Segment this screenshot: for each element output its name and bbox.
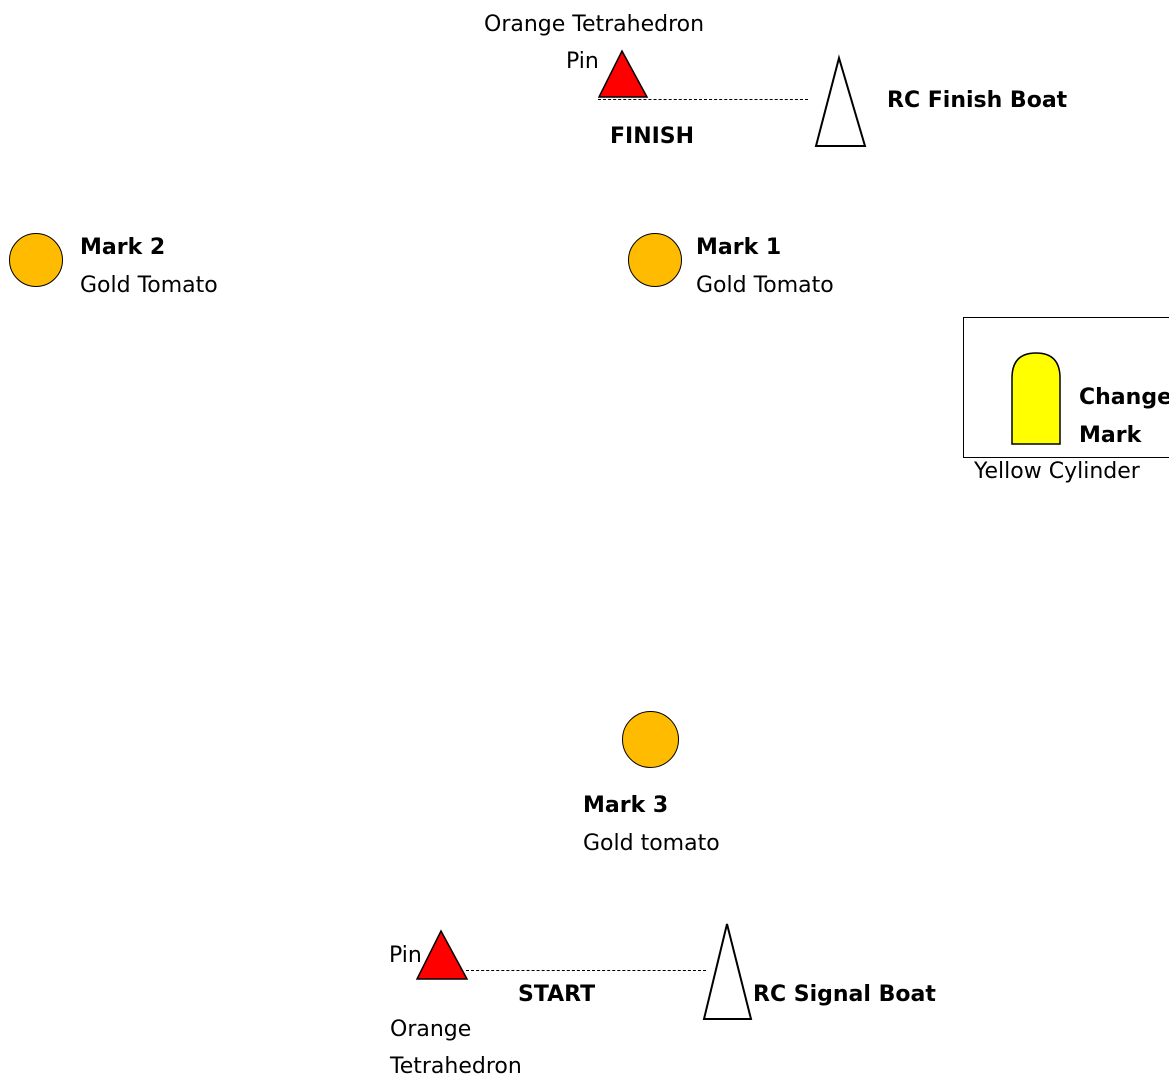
change-mark-type: Yellow Cylinder [974, 459, 1140, 484]
mark-3-title: Mark 3 [583, 793, 669, 818]
finish-line-label: FINISH [610, 124, 695, 149]
red-triangle-icon [415, 929, 469, 980]
start-pin-type-line2: Tetrahedron [390, 1054, 522, 1079]
gold-buoy-icon [9, 233, 63, 287]
finish-pin-type: Orange Tetrahedron [484, 12, 705, 37]
gold-buoy-icon [628, 233, 682, 287]
start-boat-label: RC Signal Boat [753, 982, 936, 1007]
mark-2-type: Gold Tomato [80, 273, 218, 298]
red-triangle-icon [597, 49, 649, 98]
mark-2-title: Mark 2 [80, 235, 166, 260]
start-line-label: START [518, 982, 596, 1007]
mark-1-title: Mark 1 [696, 235, 782, 260]
finish-boat-label: RC Finish Boat [887, 88, 1068, 113]
change-mark-title-line2: Mark [1079, 423, 1142, 448]
finish-line [598, 99, 808, 100]
gold-buoy-icon [622, 711, 679, 768]
start-pin-label: Pin [389, 943, 422, 968]
sail-triangle-icon [702, 923, 753, 1020]
mark-3-type: Gold tomato [583, 831, 720, 856]
change-mark-box: Change Mark Yellow Cylinder [963, 317, 1169, 484]
yellow-cylinder-icon [1011, 352, 1061, 445]
start-line [466, 970, 706, 971]
mark-1-type: Gold Tomato [696, 273, 834, 298]
sail-triangle-icon [814, 54, 867, 147]
start-pin-type-line1: Orange [390, 1017, 472, 1042]
finish-pin-label: Pin [566, 49, 599, 74]
change-mark-title-line1: Change [1079, 385, 1169, 410]
